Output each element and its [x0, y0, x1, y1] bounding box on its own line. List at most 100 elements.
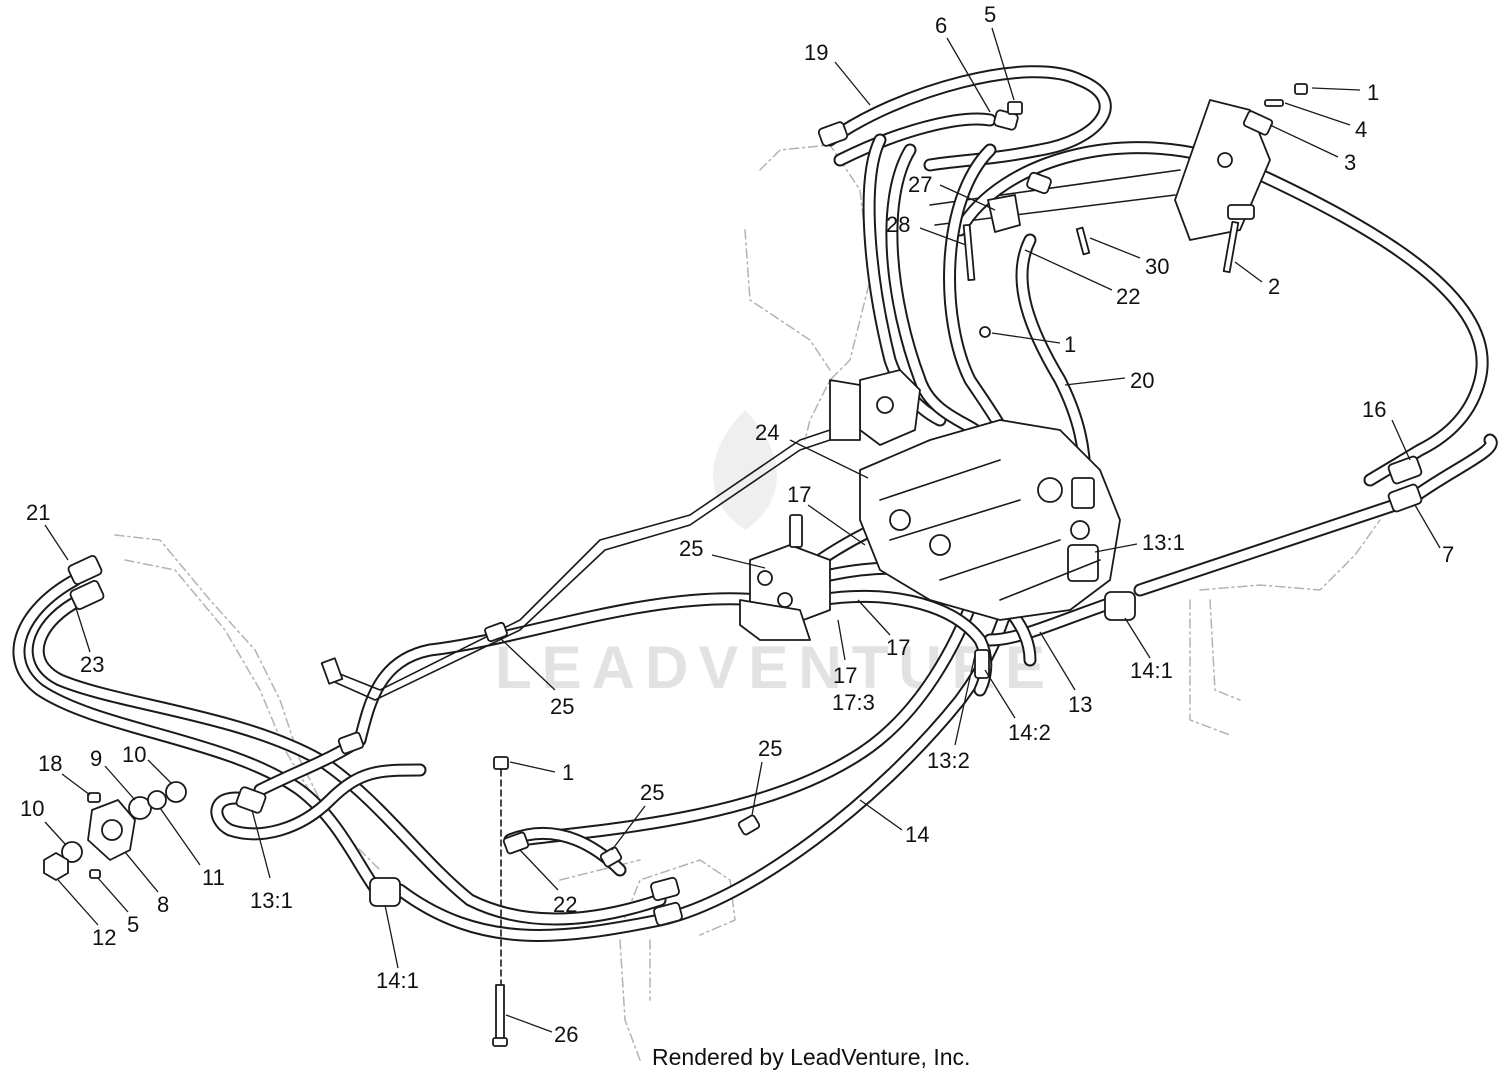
- hose-13-1-left-core: [212, 765, 425, 839]
- callout-24: 24: [755, 420, 779, 445]
- valve-port-a: [757, 570, 773, 586]
- left-bracket-assembly: [43, 781, 187, 881]
- callout-13-2: 13:2: [927, 748, 970, 773]
- leader-3: [1269, 124, 1339, 158]
- callout-23: 23: [80, 652, 104, 677]
- hose-group: [12, 65, 1498, 942]
- motor-port: [876, 396, 894, 414]
- steel-line-24-end: [320, 657, 344, 685]
- leader-5-left: [97, 877, 129, 913]
- hose-14-1-right-core: [985, 595, 1125, 645]
- pump-port-c: [1037, 477, 1063, 503]
- leader-2: [1234, 261, 1263, 283]
- seal-11: [147, 790, 167, 810]
- fitting-right-top: [1026, 171, 1052, 195]
- leader-21: [44, 524, 69, 561]
- steel-line-24-b: [329, 429, 861, 701]
- bolt-1-top: [1294, 83, 1308, 95]
- callout-labels: 1 4 3 2 1 5 6 19 27 28 30 22 20 16 7 24 …: [20, 2, 1454, 1047]
- callout-17-right: 17: [886, 635, 910, 660]
- pump-port-d: [1070, 520, 1090, 540]
- callout-14-1-left: 14:1: [376, 968, 419, 993]
- leader-12: [57, 879, 99, 926]
- callout-14-1-right: 14:1: [1130, 658, 1173, 683]
- callout-14-2: 14:2: [1008, 720, 1051, 745]
- hose-vertical-d-core: [1017, 235, 1090, 485]
- leader-26: [505, 1014, 553, 1033]
- clamp-lower: [1227, 204, 1255, 220]
- callout-9: 9: [90, 746, 102, 771]
- leader-6: [946, 37, 991, 113]
- callout-12: 12: [92, 925, 116, 950]
- callout-3: 3: [1344, 150, 1356, 175]
- callout-1-top: 1: [1367, 80, 1379, 105]
- leader-24: [789, 439, 869, 479]
- fitting-5: [1007, 101, 1023, 115]
- callout-30: 30: [1145, 254, 1169, 279]
- fitting-21: [67, 555, 103, 585]
- bolt-26: [495, 984, 505, 1041]
- callout-13-1-left: 13:1: [250, 888, 293, 913]
- callout-5-left: 5: [127, 912, 139, 937]
- leader-13-2: [954, 654, 976, 746]
- hose-13-core: [515, 575, 985, 845]
- clamp-25-mid: [737, 814, 761, 836]
- callout-25-front: 25: [640, 780, 664, 805]
- pump-housing: [859, 419, 1121, 621]
- bolt-5-left: [89, 869, 101, 879]
- callout-18: 18: [38, 751, 62, 776]
- leader-1-front: [509, 761, 556, 773]
- bracket-8-hole: [101, 819, 123, 841]
- steel-line-24-a: [329, 419, 861, 691]
- callout-1-front: 1: [562, 760, 574, 785]
- clamp-22-front: [502, 831, 530, 855]
- leader-1-mid: [991, 332, 1061, 344]
- control-valve: [739, 514, 831, 641]
- valve-port-b: [777, 592, 793, 608]
- callout-22-front: 22: [553, 892, 577, 917]
- bolt-26-head: [492, 1037, 508, 1047]
- nut-1-front: [493, 756, 509, 770]
- pump-fitting-13-1: [1067, 544, 1099, 582]
- callout-21: 21: [26, 500, 50, 525]
- leader-7: [1414, 504, 1441, 549]
- callout-13-1-right: 13:1: [1142, 530, 1185, 555]
- clamp-25-front: [599, 846, 623, 868]
- callout-22-top: 22: [1116, 284, 1140, 309]
- callout-7: 7: [1442, 542, 1454, 567]
- washer-10-left: [61, 841, 83, 863]
- leader-13-1-left: [251, 809, 271, 879]
- fitting-14-1-left: [369, 877, 401, 907]
- leader-10-left: [44, 821, 67, 846]
- fitting-13-1-left: [235, 786, 267, 814]
- motor-mount: [829, 379, 861, 441]
- fitting-7: [1387, 483, 1423, 513]
- callout-17-top: 17: [787, 482, 811, 507]
- leader-28: [919, 227, 967, 246]
- leader-23: [74, 604, 91, 653]
- callout-25-valve: 25: [679, 536, 703, 561]
- valve-stem: [789, 514, 803, 548]
- hydraulic-pump: [859, 419, 1121, 621]
- leader-17-bottom: [837, 619, 846, 661]
- callout-20: 20: [1130, 368, 1154, 393]
- callout-13: 13: [1068, 692, 1092, 717]
- callout-1-mid: 1: [1064, 332, 1076, 357]
- hose-vertical-b-core: [887, 145, 980, 435]
- leader-18: [61, 773, 91, 796]
- fitting-16: [1387, 455, 1423, 485]
- callout-5-top: 5: [984, 2, 996, 27]
- leader-22-top: [1024, 249, 1113, 291]
- hose-21-core: [14, 575, 385, 900]
- bolt-30: [1075, 226, 1091, 256]
- leader-27: [939, 184, 996, 211]
- leader-22-front: [519, 849, 559, 891]
- callout-10-right: 10: [122, 742, 146, 767]
- callout-26: 26: [554, 1022, 578, 1047]
- nut-12: [43, 852, 69, 881]
- callout-25-left: 25: [550, 694, 574, 719]
- callout-17-3: 17:3: [832, 690, 875, 715]
- bracket-hole: [1217, 152, 1233, 168]
- callout-leaders: [44, 27, 1441, 1033]
